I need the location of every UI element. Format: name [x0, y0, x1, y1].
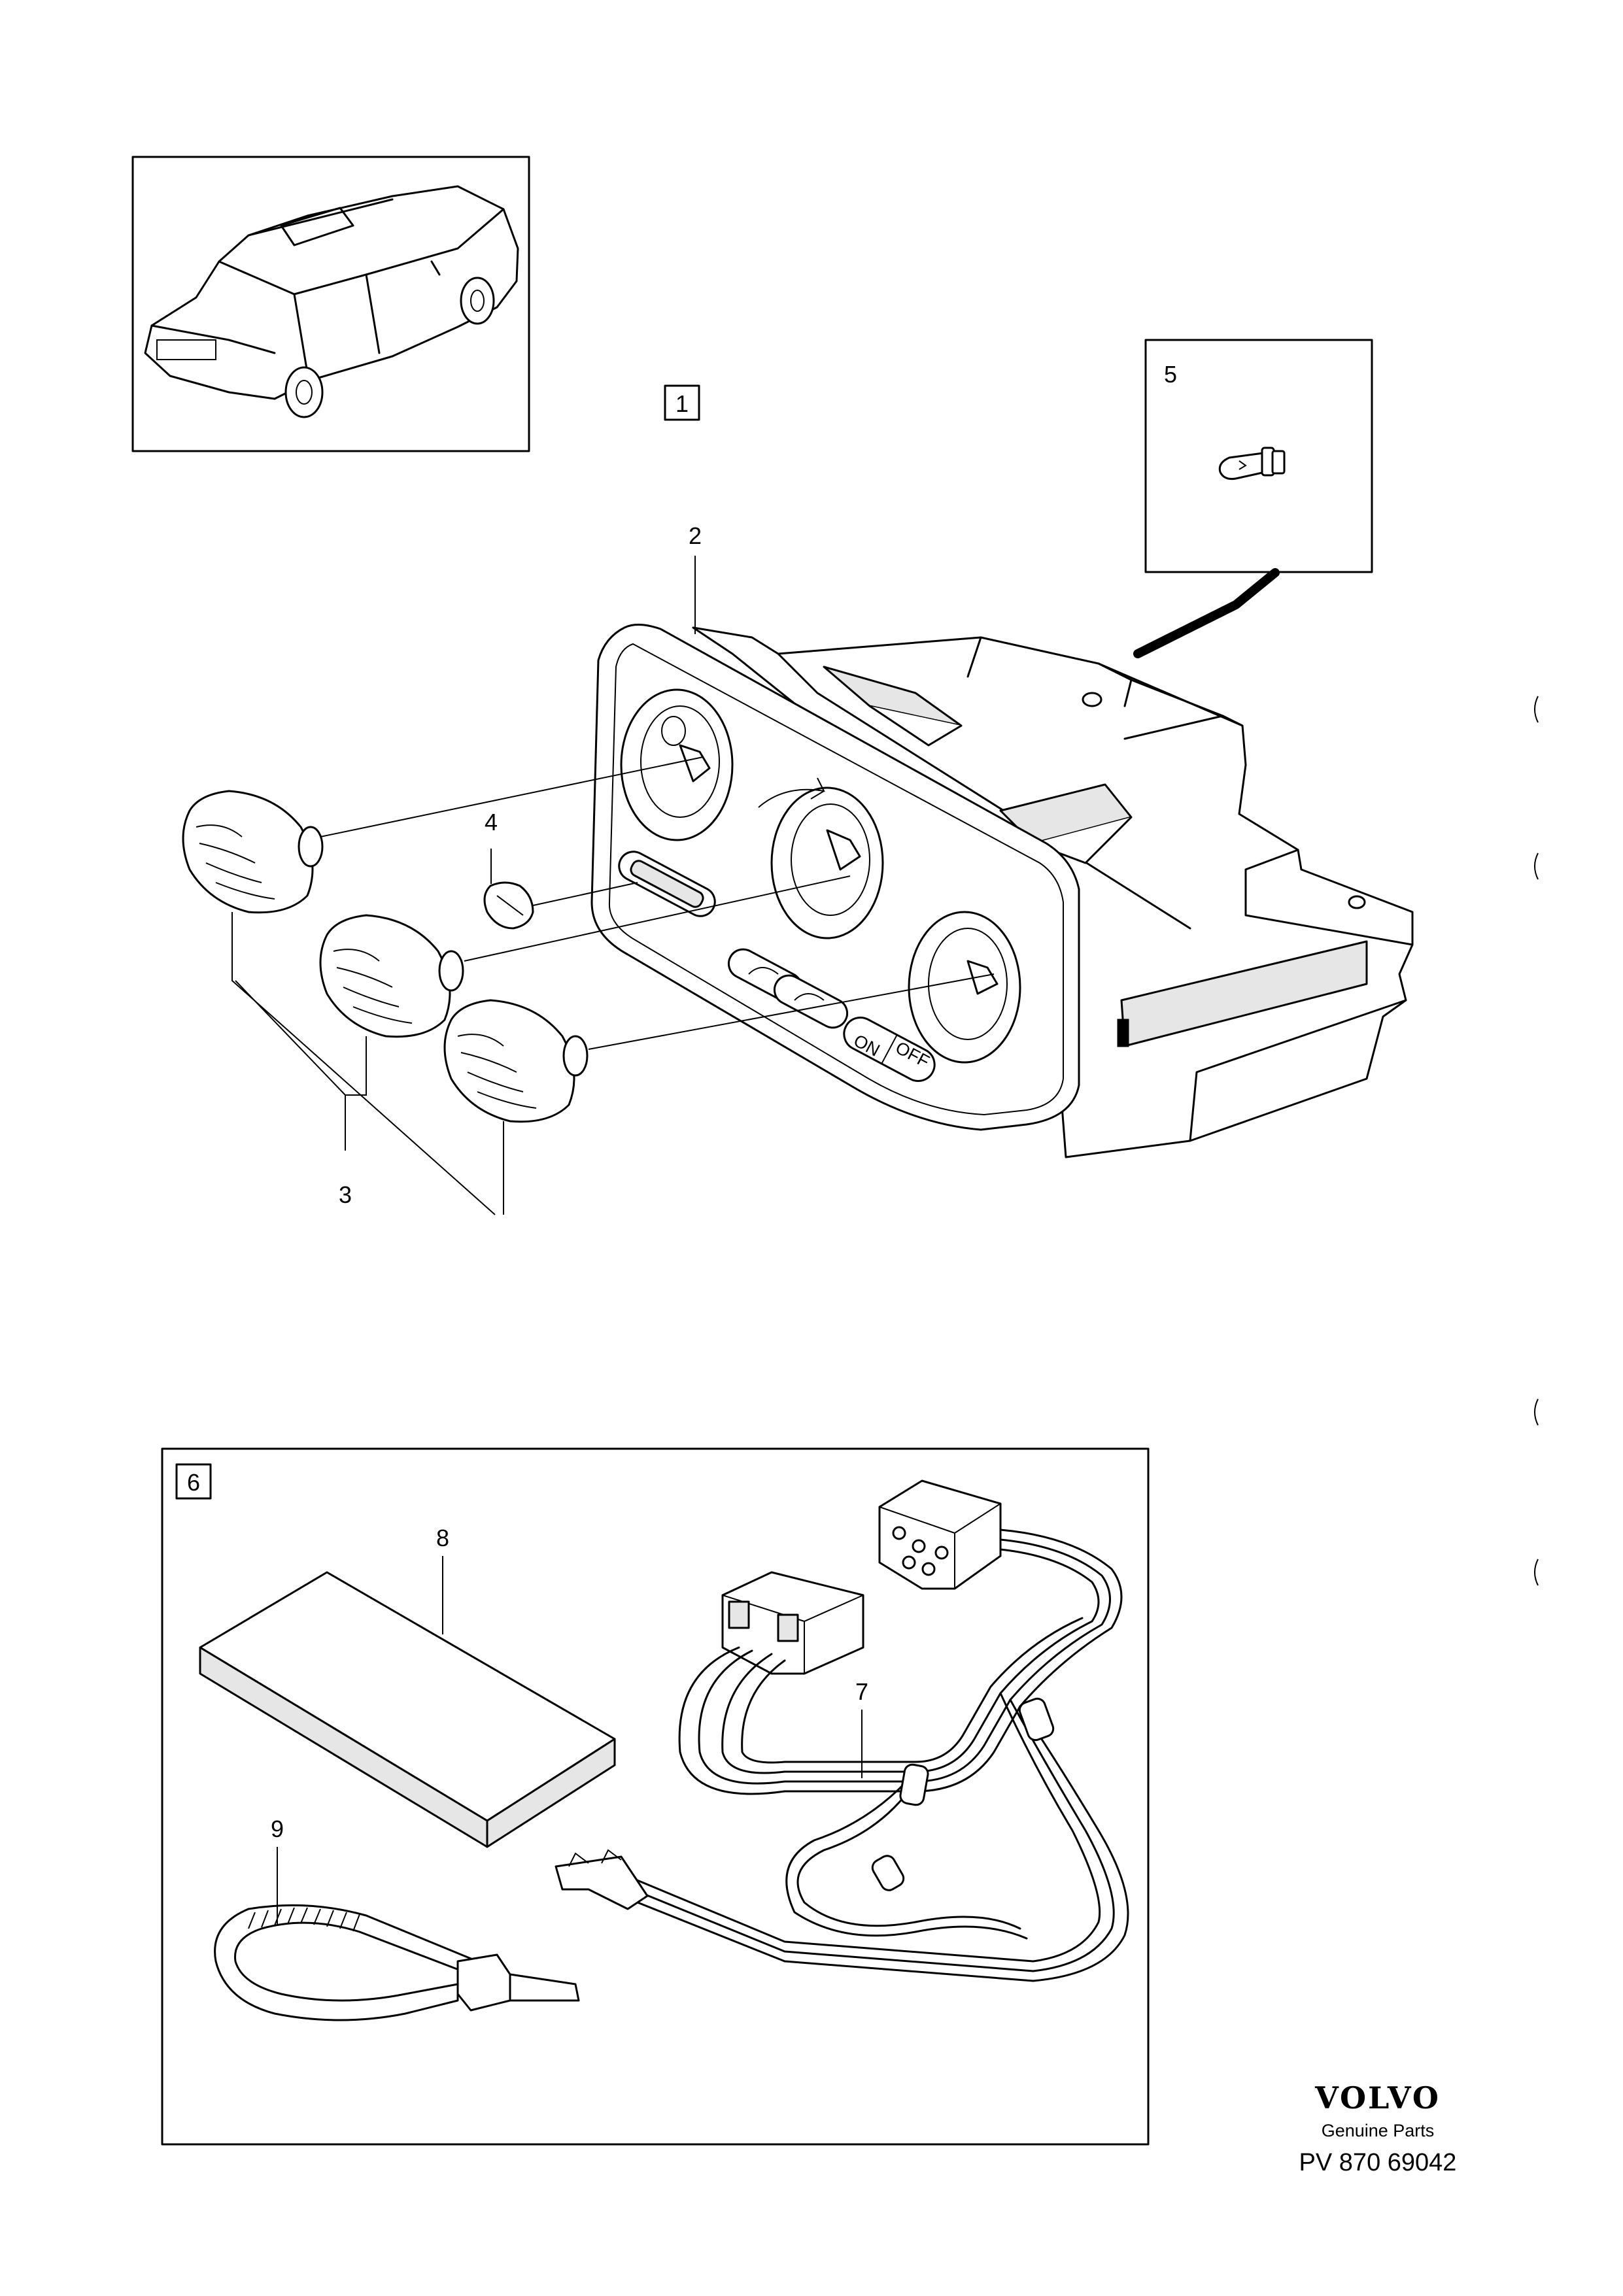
callout-3-bracket: 3 — [231, 912, 504, 1215]
knob-bottom — [443, 999, 589, 1123]
callout-8: 8 — [436, 1525, 449, 1551]
vehicle-thumbnail — [131, 156, 530, 452]
brand-tagline: Genuine Parts — [1322, 2121, 1435, 2140]
dial-socket-right — [908, 911, 1021, 1064]
bulb-holder: 4 — [483, 809, 638, 930]
callout-3: 3 — [339, 1181, 352, 1208]
knob-middle — [319, 914, 464, 1038]
climate-control-panel: ON OFF 2 — [590, 522, 1414, 1158]
bulb-icon — [1218, 447, 1286, 480]
brand-name: VOLVO — [1314, 2080, 1441, 2116]
adhesive-pad: 8 — [199, 1525, 616, 1848]
kit-box: 6 8 9 — [161, 1447, 1150, 2146]
volvo-logo: VOLVO — [1314, 2080, 1441, 2116]
cable-tie: 9 — [214, 1815, 580, 2021]
bulb-box: 5 — [1133, 339, 1373, 658]
panel-slot-button — [618, 851, 716, 917]
wiring-harness: 7 — [555, 1479, 1129, 1982]
callout-4: 4 — [485, 809, 498, 836]
car-illustration — [144, 185, 519, 418]
callout-box-1: 1 — [664, 384, 700, 421]
diagram-code: PV 870 69042 — [1299, 2149, 1457, 2176]
defrost-button — [773, 974, 849, 1029]
callout-2: 2 — [689, 522, 702, 549]
dial-socket-left — [620, 688, 734, 841]
callout-5: 5 — [1164, 361, 1177, 388]
callout-1: 1 — [675, 390, 689, 417]
callout-7: 7 — [855, 1678, 868, 1705]
dial-socket-center — [770, 786, 884, 939]
callout-9: 9 — [271, 1815, 284, 1842]
knob-top — [182, 790, 324, 914]
callout-6: 6 — [187, 1469, 200, 1496]
